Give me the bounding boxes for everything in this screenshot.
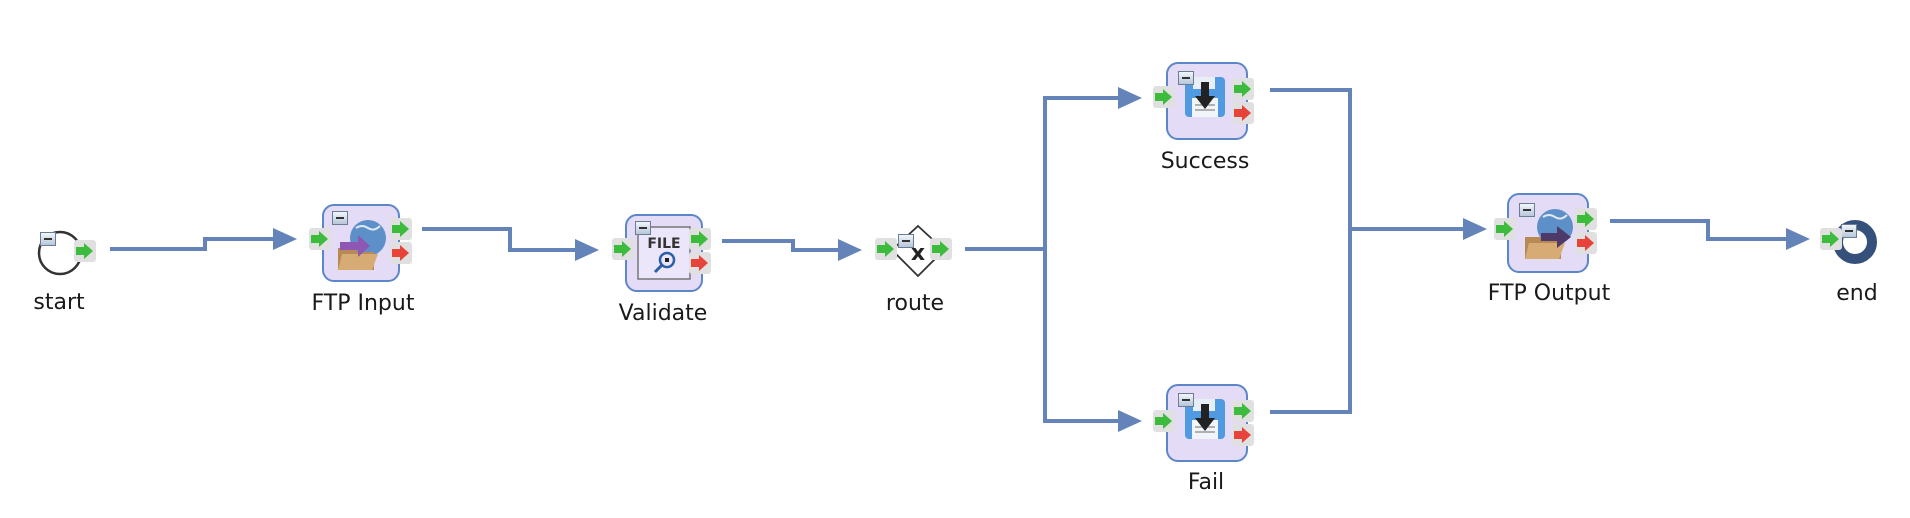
- node-label: Success: [1160, 149, 1250, 174]
- edge-success-ftp-output[interactable]: [1270, 88, 1352, 414]
- output-port-error[interactable]: [1232, 424, 1254, 446]
- collapse-toggle[interactable]: [1178, 393, 1194, 407]
- output-port-ok[interactable]: [1575, 208, 1597, 230]
- collapse-toggle[interactable]: [1178, 71, 1194, 85]
- edge-validate-route[interactable]: [722, 239, 850, 252]
- output-port-error[interactable]: [1232, 102, 1254, 124]
- node-label: Fail: [1187, 470, 1225, 495]
- edge-start-ftp-input[interactable]: [110, 237, 285, 251]
- node-label: FTP Input: [311, 291, 415, 316]
- green-arrow-icon: [1822, 231, 1839, 247]
- input-port[interactable]: [1153, 86, 1175, 108]
- edge-ftp-output-end[interactable]: [1610, 219, 1798, 241]
- red-arrow-icon: [691, 255, 708, 271]
- green-arrow-icon: [932, 241, 949, 257]
- node-label: FTP Output: [1487, 281, 1611, 306]
- red-arrow-icon: [1234, 427, 1251, 443]
- green-arrow-icon: [1155, 89, 1172, 105]
- output-port[interactable]: [74, 240, 96, 262]
- output-port-ok[interactable]: [1232, 78, 1254, 100]
- svg-text:FILE: FILE: [647, 236, 680, 252]
- green-arrow-icon: [1155, 413, 1172, 429]
- green-arrow-icon: [877, 241, 894, 257]
- node-label: start: [33, 290, 85, 315]
- ftp-upload-icon: [1525, 209, 1573, 259]
- input-port[interactable]: [309, 228, 331, 250]
- collapse-toggle[interactable]: [1841, 224, 1857, 238]
- green-arrow-icon: [1577, 211, 1594, 227]
- output-port-error[interactable]: [689, 252, 711, 274]
- arrowhead: [575, 239, 599, 261]
- svg-text:x: x: [911, 241, 925, 266]
- output-port-ok[interactable]: [1232, 400, 1254, 422]
- green-arrow-icon: [392, 221, 409, 237]
- arrowhead: [273, 228, 297, 250]
- collapse-toggle[interactable]: [1519, 203, 1535, 217]
- green-arrow-icon: [691, 231, 708, 247]
- output-port-error[interactable]: [1575, 232, 1597, 254]
- file-inspect-icon: FILE: [637, 226, 691, 280]
- collapse-toggle[interactable]: [332, 211, 348, 225]
- input-port[interactable]: [1820, 228, 1842, 250]
- red-arrow-icon: [1234, 105, 1251, 121]
- arrowhead: [1118, 87, 1142, 109]
- node-label: route: [885, 291, 945, 316]
- green-arrow-icon: [614, 241, 631, 257]
- edge-route-fail[interactable]: [1043, 249, 1130, 423]
- arrowhead: [1786, 228, 1810, 250]
- edge-route-success[interactable]: [1043, 96, 1130, 249]
- green-arrow-icon: [76, 243, 93, 259]
- collapse-toggle[interactable]: [635, 221, 651, 235]
- output-port-ok[interactable]: [689, 228, 711, 250]
- collapse-toggle[interactable]: [898, 234, 914, 248]
- arrowhead: [1463, 218, 1487, 240]
- ftp-download-icon: [338, 220, 386, 270]
- red-arrow-icon: [1577, 235, 1594, 251]
- red-arrow-icon: [392, 245, 409, 261]
- input-port[interactable]: [1153, 410, 1175, 432]
- arrowhead: [1118, 410, 1142, 432]
- green-arrow-icon: [311, 231, 328, 247]
- arrowhead: [838, 239, 862, 261]
- node-label: end: [1836, 281, 1878, 306]
- output-port-ok[interactable]: [390, 218, 412, 240]
- input-port[interactable]: [875, 238, 897, 260]
- output-port[interactable]: [930, 238, 952, 260]
- edge-ftp-input-validate[interactable]: [422, 227, 585, 252]
- collapse-toggle[interactable]: [40, 232, 56, 246]
- green-arrow-icon: [1496, 221, 1513, 237]
- green-arrow-icon: [1234, 81, 1251, 97]
- input-port[interactable]: [612, 238, 634, 260]
- node-label: Validate: [618, 301, 708, 326]
- input-port[interactable]: [1494, 218, 1516, 240]
- save-disk-icon: [1185, 77, 1225, 117]
- output-port-error[interactable]: [390, 242, 412, 264]
- green-arrow-icon: [1234, 403, 1251, 419]
- save-disk-icon: [1185, 399, 1225, 439]
